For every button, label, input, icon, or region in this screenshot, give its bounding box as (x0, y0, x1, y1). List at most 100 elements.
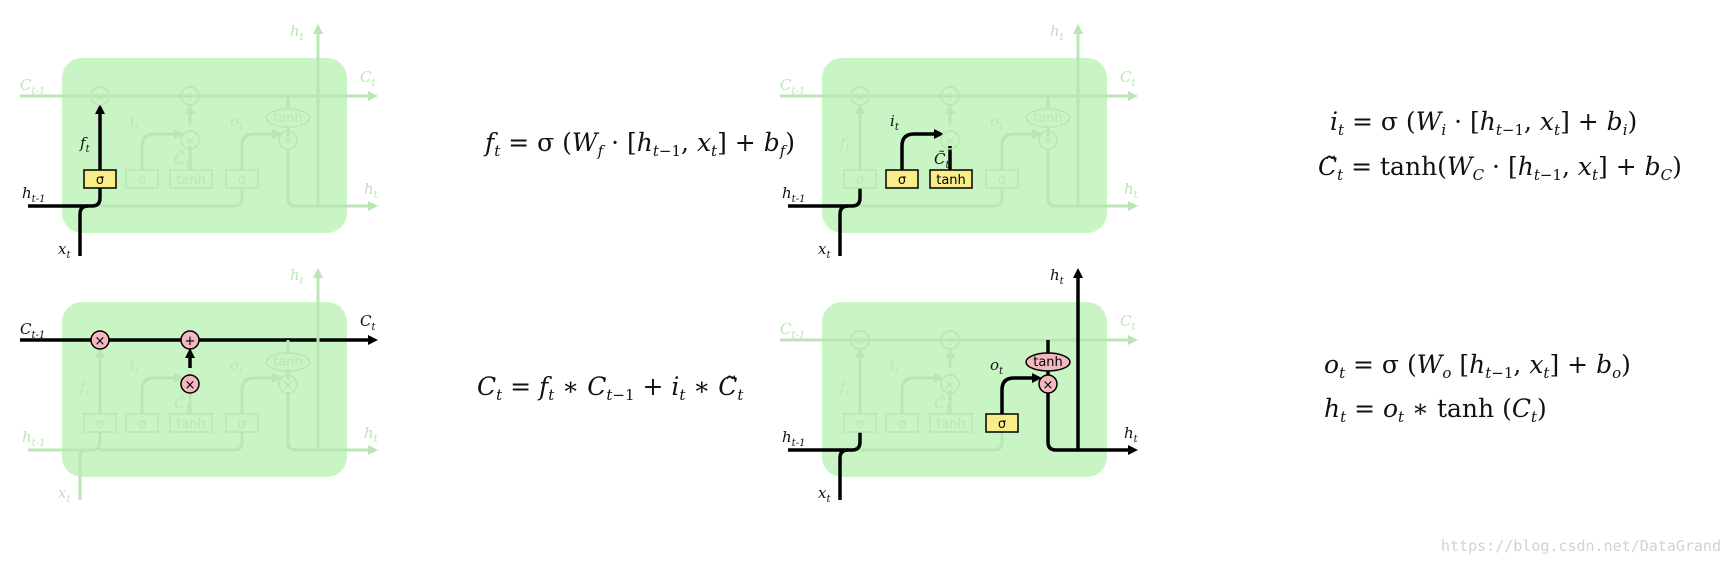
svg-text:σ: σ (898, 173, 906, 188)
label-f: ft (839, 134, 851, 155)
cell-add-node: + (940, 330, 960, 350)
label-c-next: Ct (360, 312, 376, 333)
svg-text:σ: σ (856, 173, 864, 188)
svg-text:+: + (185, 334, 196, 349)
label-c-prev: Ct-1 (20, 320, 45, 341)
cell-background (62, 302, 347, 477)
hidden-bus-line (100, 432, 244, 452)
equation-hidden-state: ht = ot ∗ tanh (Ct) (1324, 394, 1547, 426)
svg-text:σ: σ (238, 417, 246, 432)
x-input-line (78, 204, 89, 256)
svg-text:×: × (185, 134, 196, 149)
label-c-prev: Ct-1 (20, 76, 45, 97)
output-multiply-node: × (1038, 374, 1058, 394)
sigma-input-gate: σ (885, 413, 919, 433)
label-c-tilde: C̃t (934, 150, 950, 171)
label-h-out: ht (364, 180, 379, 201)
svg-text:×: × (945, 378, 956, 393)
label-h-prev: ht-1 (782, 184, 805, 205)
label-i: it (890, 356, 900, 377)
label-h-top: ht (290, 266, 305, 287)
hidden-output-arrow (286, 392, 378, 455)
label-c-tilde: C̃t (174, 150, 190, 171)
svg-text:×: × (283, 378, 294, 393)
label-c-prev: Ct-1 (780, 320, 805, 341)
output-arrow (1000, 129, 1042, 170)
forget-multiply-node: × (850, 86, 870, 106)
sigma-forget-gate: σ (83, 169, 117, 189)
x-input-line (838, 204, 849, 256)
svg-text:×: × (185, 378, 196, 393)
hidden-output-arrow (1046, 392, 1138, 455)
label-c-next: Ct (360, 68, 376, 89)
label-i: it (130, 356, 140, 377)
tanh-output-node: tanh (1025, 108, 1071, 128)
label-c-prev: Ct-1 (780, 76, 805, 97)
hidden-output-arrow (286, 148, 378, 211)
svg-text:σ: σ (138, 173, 146, 188)
tanh-candidate-gate: tanh (929, 169, 973, 189)
svg-text:×: × (95, 334, 106, 349)
input-arrow (140, 373, 184, 414)
forget-multiply-node: × (90, 330, 110, 350)
label-h-out: ht (1124, 424, 1139, 445)
label-c-tilde: C̃t (174, 394, 190, 415)
sigma-output-gate: σ (985, 413, 1019, 433)
label-f: ft (79, 134, 91, 155)
hidden-input-line (28, 188, 102, 208)
svg-text:σ: σ (998, 417, 1006, 432)
sigma-forget-gate: σ (83, 413, 117, 433)
label-i: it (130, 112, 140, 133)
output-multiply-node: × (1038, 130, 1058, 150)
sigma-input-gate: σ (125, 413, 159, 433)
tanh-candidate-gate: tanh (929, 413, 973, 433)
cell-background (822, 58, 1107, 233)
svg-text:σ: σ (238, 173, 246, 188)
label-f: ft (79, 378, 91, 399)
input-arrow (900, 373, 944, 414)
watermark-text: https://blog.csdn.net/DataGrand (1441, 537, 1721, 555)
svg-text:tanh: tanh (936, 173, 966, 188)
label-h-out: ht (364, 424, 379, 445)
label-h-top: ht (1050, 266, 1065, 287)
sigma-output-gate: σ (225, 169, 259, 189)
forget-multiply-node: × (90, 86, 110, 106)
label-h-top: ht (1050, 22, 1065, 43)
svg-text:σ: σ (96, 417, 104, 432)
label-h-prev: ht-1 (22, 184, 45, 205)
label-h-prev: ht-1 (782, 428, 805, 449)
output-multiply-node: × (278, 130, 298, 150)
svg-text:σ: σ (856, 417, 864, 432)
label-o: ot (230, 112, 244, 133)
tanh-candidate-gate: tanh (169, 169, 213, 189)
svg-text:tanh: tanh (176, 417, 206, 432)
svg-text:+: + (945, 90, 956, 105)
cell-background (822, 302, 1107, 477)
svg-text:tanh: tanh (1033, 111, 1063, 126)
tanh-output-node: tanh (265, 352, 311, 372)
svg-text:×: × (1043, 378, 1054, 393)
output-arrow (240, 129, 282, 170)
sigma-input-gate: σ (885, 169, 919, 189)
hidden-bus-line (100, 188, 244, 208)
svg-text:tanh: tanh (273, 355, 303, 370)
label-h-out: ht (1124, 180, 1139, 201)
label-i: it (890, 112, 900, 133)
x-input-line (78, 448, 89, 500)
cell-add-node: + (940, 86, 960, 106)
svg-text:×: × (1043, 134, 1054, 149)
label-h-prev: ht-1 (22, 428, 45, 449)
svg-text:×: × (855, 334, 866, 349)
label-f: ft (839, 378, 851, 399)
label-h-top: ht (290, 22, 305, 43)
label-o: ot (990, 356, 1004, 377)
tanh-candidate-gate: tanh (169, 413, 213, 433)
tanh-output-node: tanh (1025, 352, 1071, 372)
